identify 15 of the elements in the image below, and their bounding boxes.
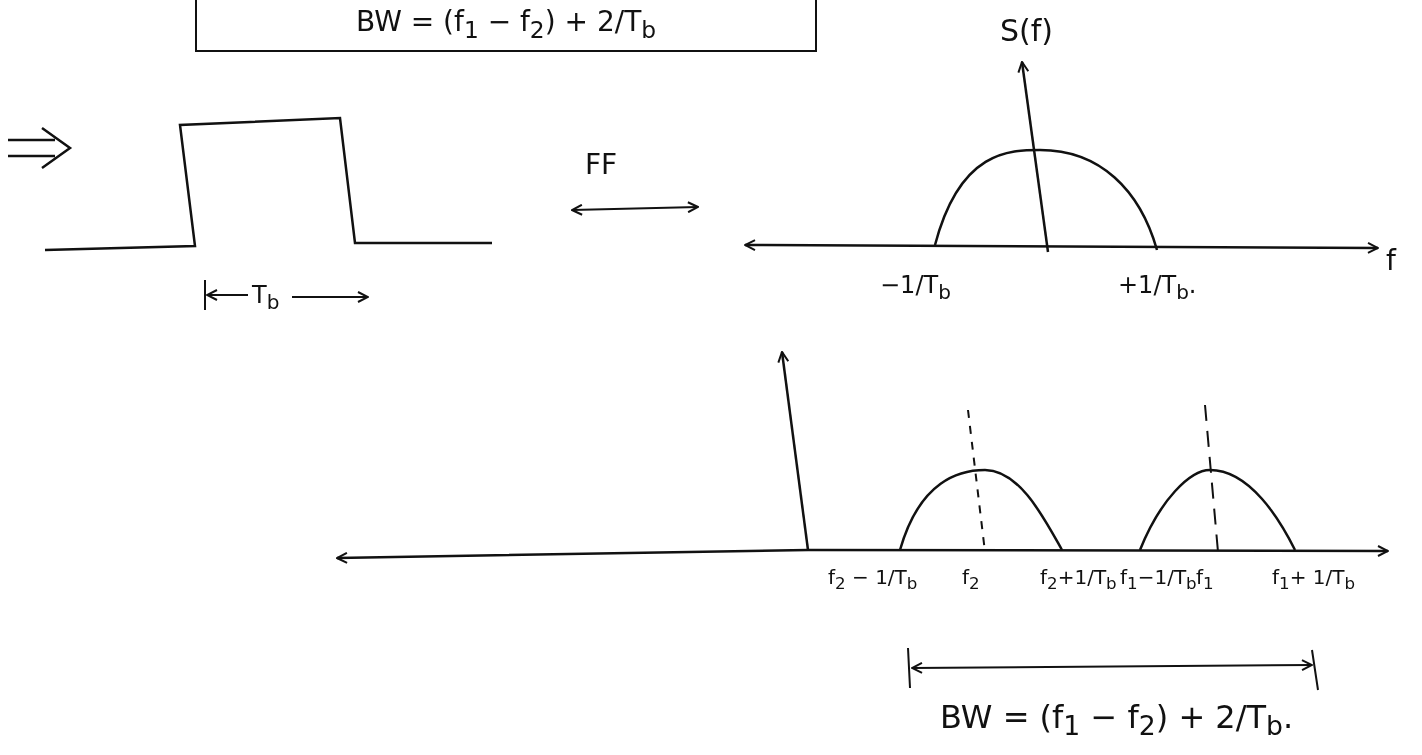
tick-label: f$_{2}$ − 1/T$_{b}$ (828, 566, 918, 594)
dimension-label: T$_{b}$ (252, 282, 280, 313)
formula: BW = (f$_{1}$ − f$_{2}$) + 2/T$_{b}$ (355, 4, 657, 44)
transform-label: FF (585, 150, 618, 181)
formula-box (195, 0, 817, 52)
tick-label: f$_{1}$ (1196, 566, 1214, 594)
tick-label: +1/T$_{b}$. (1118, 272, 1197, 303)
axis-label: S(f) (1000, 14, 1053, 47)
tick-label: f$_{2}$+1/T$_{b}$ (1040, 566, 1117, 594)
tick-label: f$_{1}$−1/T$_{b}$ (1120, 566, 1197, 594)
formula: BW = (f$_{1}$ − f$_{2}$) + 2/T$_{b}$. (940, 700, 1294, 741)
axis-label: f (1386, 246, 1396, 277)
tick-label: f$_{2}$ (962, 566, 980, 594)
tick-label: f$_{1}$+ 1/T$_{b}$ (1272, 566, 1356, 594)
tick-label: −1/T$_{b}$ (880, 272, 951, 303)
